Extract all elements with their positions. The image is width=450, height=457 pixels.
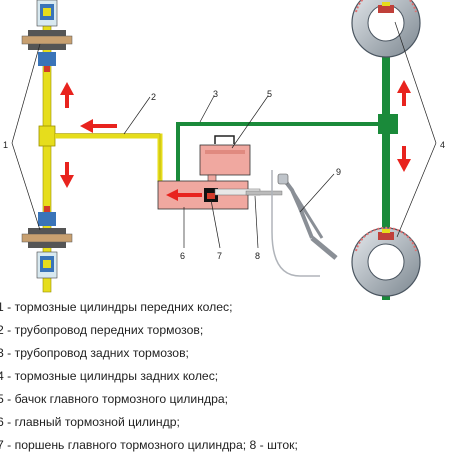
legend-item: 6 - главный тормозной цилиндр;	[0, 415, 180, 429]
callout-5: 5	[267, 89, 272, 99]
callout-2: 2	[151, 92, 156, 102]
legend-item: 4 - тормозные цилиндры задних колес;	[0, 369, 219, 383]
legend-item: 7 - поршень главного тормозного цилиндра…	[0, 438, 298, 452]
legend-item: 3 - трубопровод задних тормозов;	[0, 346, 189, 360]
legend-item: 1 - тормозные цилиндры передних колес;	[0, 300, 233, 314]
front-brake-cylinder-bottom	[21, 206, 73, 279]
callout-6: 6	[180, 251, 185, 261]
rear-brake-pipe	[176, 122, 386, 182]
legend-item: 5 - бачок главного тормозного цилиндра;	[0, 392, 229, 406]
callout-9: 9	[336, 167, 341, 177]
brake-pedal	[271, 170, 338, 277]
brake-fluid-reservoir	[199, 135, 251, 184]
callout-8: 8	[255, 251, 260, 261]
front-brake-cylinder-top	[21, 0, 73, 72]
rear-brake-drum-top	[351, 0, 421, 58]
legend-item: 2 - трубопровод передних тормозов;	[0, 323, 204, 337]
callout-3: 3	[213, 89, 218, 99]
callout-1: 1	[3, 140, 8, 150]
rear-brake-drum-bottom	[351, 226, 421, 297]
flow-arrows	[60, 80, 411, 201]
legend: 1 - тормозные цилиндры передних колес; 2…	[0, 296, 450, 457]
leader-lines	[11, 21, 437, 249]
callout-4: 4	[440, 140, 445, 150]
front-tee-junction	[38, 125, 56, 147]
rear-tee-junction	[378, 114, 398, 134]
callout-7: 7	[217, 251, 222, 261]
brake-system-diagram: 1 2 3 5 4 6 7 8 9	[3, 0, 445, 300]
